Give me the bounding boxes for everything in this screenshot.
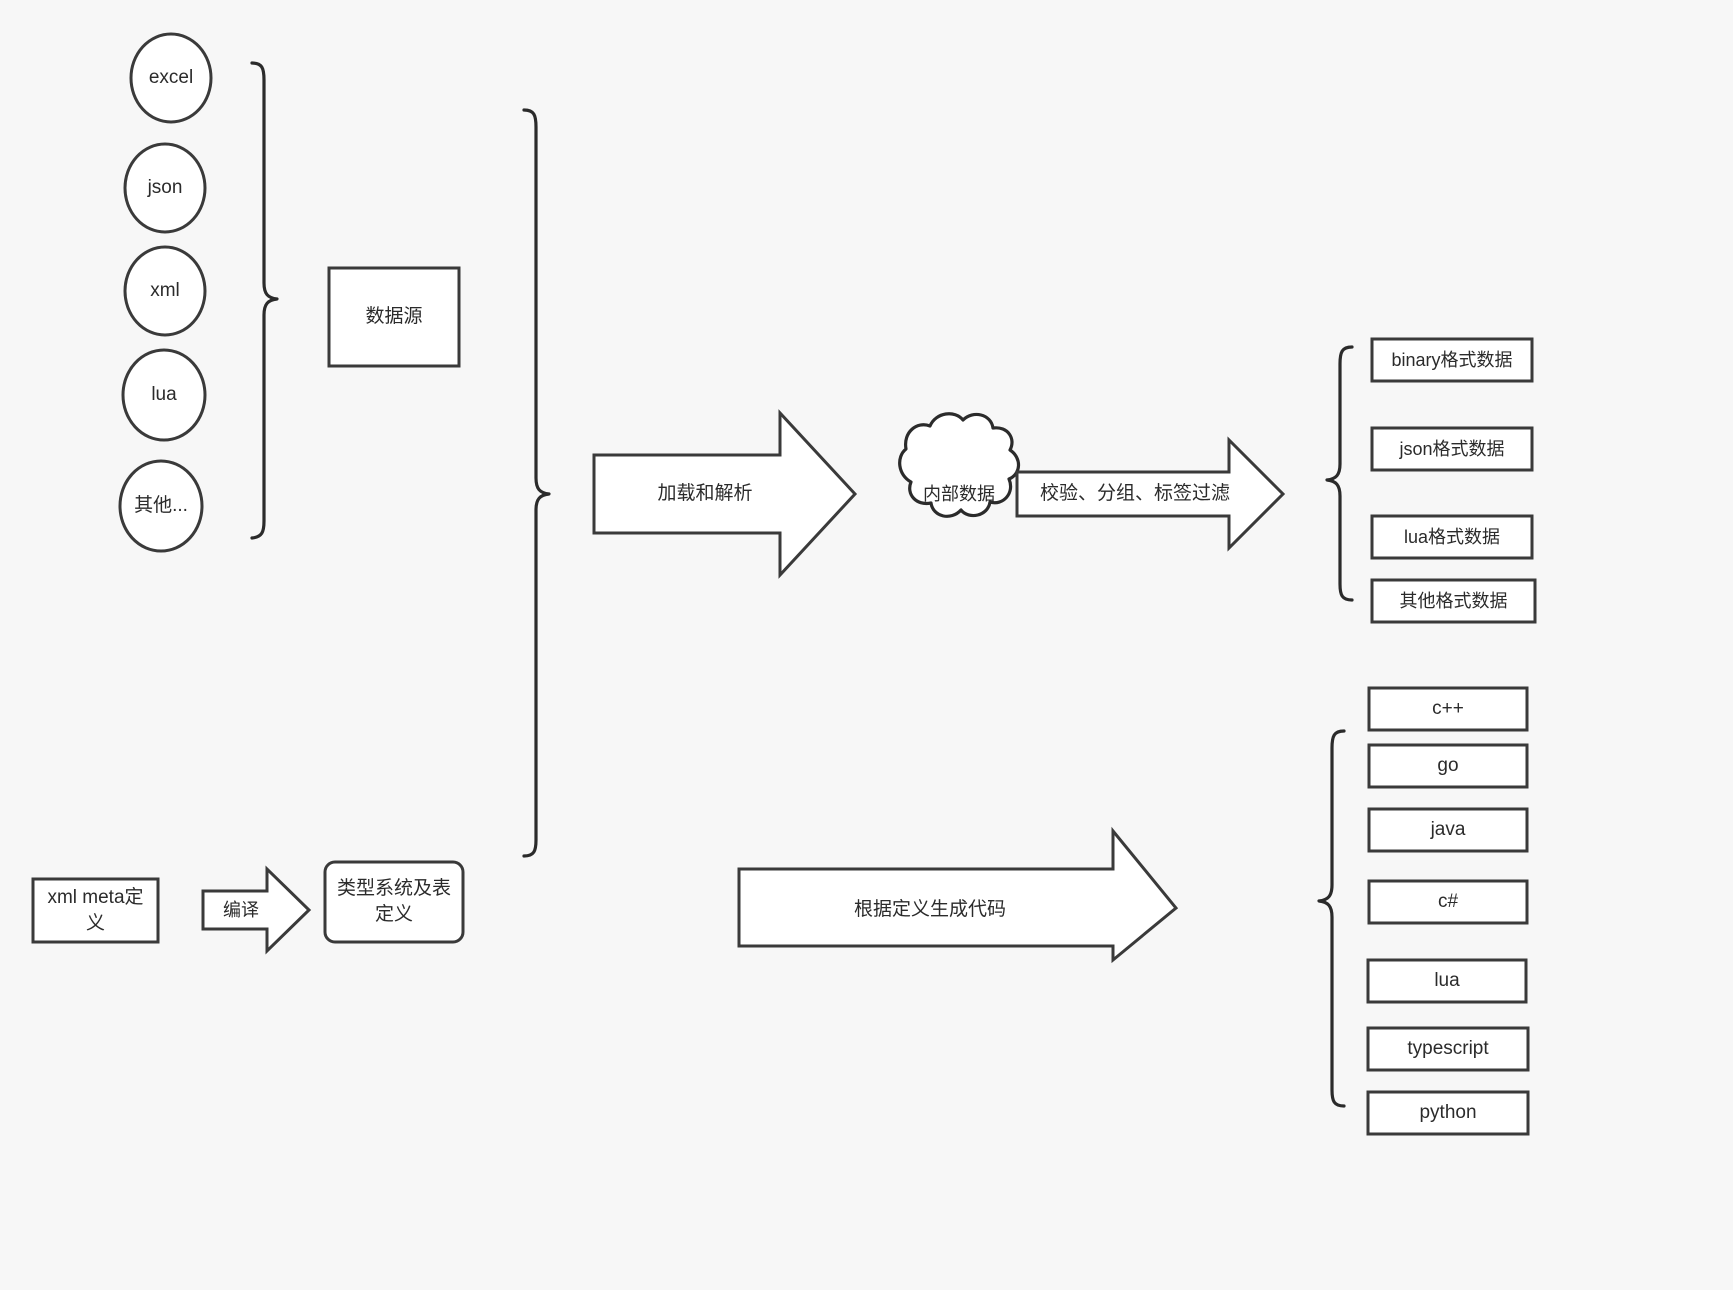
output-format-box-lua-shape[interactable]: [1370, 514, 1534, 560]
source-node-xml-shape[interactable]: [123, 245, 207, 337]
source-node-other-shape[interactable]: [118, 459, 204, 553]
compile-arrow-shape[interactable]: [201, 865, 312, 955]
language-group-brace: [1317, 729, 1346, 1108]
output-language-box-typescript-shape[interactable]: [1366, 1026, 1530, 1072]
output-language-box-python-shape[interactable]: [1366, 1090, 1530, 1136]
output-language-box-lua-shape[interactable]: [1366, 958, 1528, 1004]
data-format-group-brace: [1325, 345, 1354, 602]
data-source-box-shape[interactable]: [327, 266, 461, 368]
source-node-excel-shape[interactable]: [129, 32, 213, 124]
sources-group-brace: [250, 61, 279, 540]
type-system-box-shape[interactable]: [323, 860, 465, 944]
xml-meta-box-shape[interactable]: [31, 877, 160, 944]
output-language-box-java-shape[interactable]: [1367, 807, 1529, 853]
load-parse-arrow-shape[interactable]: [592, 409, 858, 579]
output-language-box-go-shape[interactable]: [1367, 743, 1529, 789]
validate-filter-arrow-shape[interactable]: [1015, 436, 1286, 552]
internal-data-cloud-shape[interactable]: [898, 412, 1021, 518]
output-format-box-other-shape[interactable]: [1370, 578, 1537, 624]
pipeline-input-brace: [522, 108, 551, 858]
output-language-box-csharp-shape[interactable]: [1367, 879, 1529, 925]
output-language-box-cpp-shape[interactable]: [1367, 686, 1529, 732]
codegen-arrow-shape[interactable]: [737, 826, 1179, 964]
output-format-box-json-shape[interactable]: [1370, 426, 1534, 472]
source-node-json-shape[interactable]: [123, 142, 207, 234]
output-format-box-binary-shape[interactable]: [1370, 337, 1534, 383]
source-node-lua-shape[interactable]: [121, 348, 207, 442]
